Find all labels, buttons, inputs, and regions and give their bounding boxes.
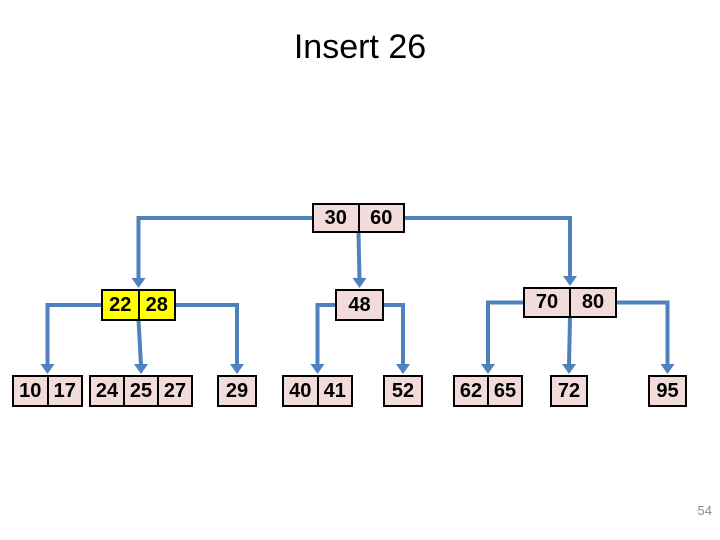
tree-connector — [40, 303, 102, 374]
arrowhead — [230, 364, 244, 374]
node-key-cell: 80 — [569, 289, 615, 316]
tree-connector — [481, 300, 524, 374]
arrowhead — [310, 364, 325, 374]
arrowhead — [352, 278, 367, 288]
tree-node-n95: 95 — [648, 375, 687, 407]
tree-node-n29: 29 — [217, 375, 257, 407]
tree-connector — [352, 231, 367, 288]
node-key-cell: 27 — [157, 377, 191, 405]
node-key-cell: 95 — [656, 379, 679, 402]
tree-connector — [383, 303, 410, 374]
node-key-cell: 72 — [557, 379, 581, 402]
node-key-cell: 62 — [459, 379, 483, 402]
node-key-cell: 60 — [357, 205, 404, 231]
tree-connector — [310, 303, 336, 374]
tree-node-n70_80: 70 80 — [523, 287, 617, 318]
arrowhead — [396, 364, 410, 374]
tree-connector — [134, 319, 148, 374]
tree-node-root: 30 60 — [312, 203, 405, 233]
node-key-cell: 70 — [535, 291, 559, 313]
arrowhead — [134, 364, 148, 374]
node-key-cell: 65 — [487, 377, 521, 405]
tree-connector — [175, 303, 244, 374]
node-key-cell: 25 — [123, 377, 157, 405]
page-number: 54 — [697, 503, 712, 518]
tree-connector — [404, 216, 577, 286]
node-key-cell: 40 — [289, 379, 312, 402]
arrowhead — [481, 364, 495, 374]
node-key-cell: 48 — [348, 293, 371, 316]
node-key-cell: 28 — [137, 291, 175, 319]
node-key-cell: 22 — [109, 293, 132, 316]
arrowhead — [563, 276, 577, 286]
tree-node-n52: 52 — [383, 375, 423, 407]
arrowhead — [562, 364, 576, 374]
tree-connector — [616, 300, 675, 374]
node-key-cell: 41 — [316, 377, 352, 405]
tree-node-n48: 48 — [335, 289, 384, 321]
arrowhead — [660, 364, 675, 374]
arrowhead — [40, 364, 55, 374]
tree-connector — [131, 216, 313, 288]
arrowhead — [131, 278, 146, 288]
node-key-cell: 30 — [324, 206, 347, 229]
slide-title: Insert 26 — [293, 28, 427, 66]
tree-node-n72: 72 — [550, 375, 588, 407]
node-key-cell: 52 — [391, 379, 415, 402]
node-key-cell: 24 — [95, 379, 119, 402]
node-key-cell: 17 — [46, 377, 82, 405]
node-key-cell: 10 — [19, 379, 42, 402]
tree-connector — [562, 316, 576, 374]
node-key-cell: 29 — [225, 379, 249, 402]
